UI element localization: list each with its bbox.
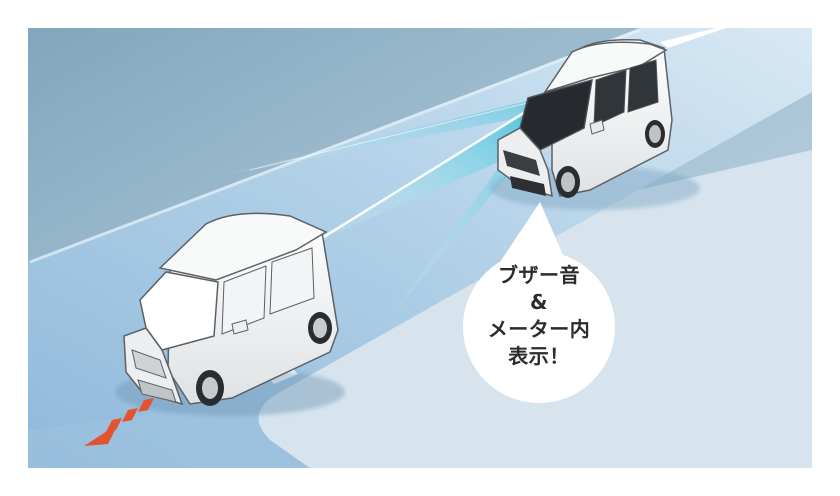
front-car-icon (490, 38, 700, 210)
callout-line-ampersand: & (530, 290, 548, 314)
callout-line-buzzer: ブザー音 (498, 263, 580, 287)
rear-car-icon (115, 212, 345, 416)
red-dashed-arrow-icon (84, 398, 154, 446)
callout-line-display: 表示！ (508, 344, 570, 368)
callout-line-meter: メーター内 (487, 317, 591, 341)
road-shadow (28, 400, 298, 468)
callout-text: ブザー音 & メーター内 表示！ (465, 262, 613, 370)
lane-edge-line (29, 28, 641, 264)
speech-bubble (463, 202, 615, 403)
